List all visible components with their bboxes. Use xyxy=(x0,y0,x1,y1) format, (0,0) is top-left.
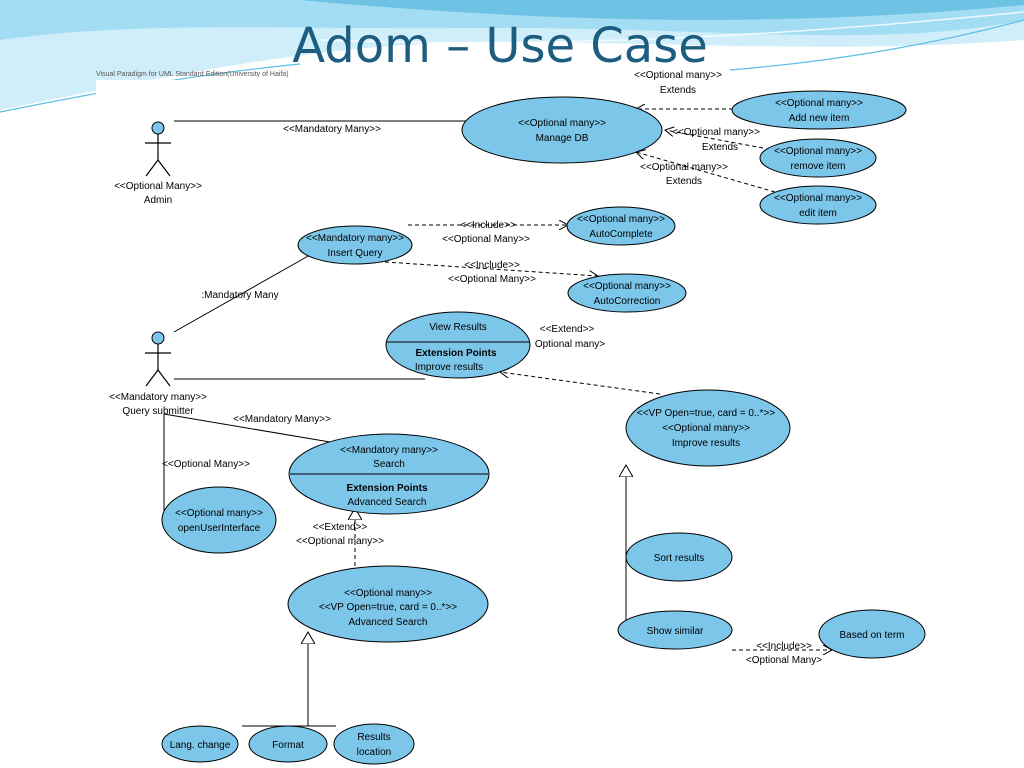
usecase-insert-query-stereotype: <<Mandatory many>> xyxy=(306,233,404,244)
label-ext1-kind: Extends xyxy=(660,85,696,96)
usecase-edit-item-stereotype: <<Optional many>> xyxy=(774,193,862,204)
label-inc2-kind: <<Include>> xyxy=(464,260,520,271)
usecase-autocorrection[interactable]: <<Optional many>> AutoCorrection xyxy=(567,273,687,313)
usecase-show-similar-name: Show similar xyxy=(647,626,704,637)
assoc-qs-search xyxy=(163,413,331,443)
label-view-ext-stereo: Optional many> xyxy=(535,339,605,350)
label-search-ext-stereo: <<Optional many>> xyxy=(296,536,384,547)
usecase-search-ext-header: Extension Points xyxy=(346,483,428,494)
slide-title: Adom – Use Case xyxy=(292,18,708,74)
header-swoosh-band xyxy=(300,0,1024,20)
usecase-edit-item-name: edit item xyxy=(799,208,837,219)
usecase-advanced-search-vp: <<VP Open=true, card = 0..*>> xyxy=(319,602,457,613)
usecase-based-on-term-name: Based on term xyxy=(839,630,904,641)
usecase-results-location-line1: Results xyxy=(357,732,390,743)
usecase-improve-results[interactable]: <<VP Open=true, card = 0..*>> <<Optional… xyxy=(625,389,791,467)
usecase-open-user-interface[interactable]: <<Optional many>> openUserInterface xyxy=(161,486,277,554)
usecase-show-similar[interactable]: Show similar xyxy=(617,610,733,650)
usecase-manage-db-stereotype: <<Optional many>> xyxy=(518,118,606,129)
usecase-view-results-ext-point: Improve results xyxy=(415,362,483,373)
usecase-based-on-term[interactable]: Based on term xyxy=(818,609,926,659)
usecase-add-new-item-name: Add new item xyxy=(789,113,850,124)
usecase-improve-results-stereotype: <<Optional many>> xyxy=(662,423,750,434)
label-ext3-kind: Extends xyxy=(666,176,702,187)
usecase-insert-query[interactable]: <<Mandatory many>> Insert Query xyxy=(297,225,413,265)
usecase-autocorrection-name: AutoCorrection xyxy=(594,296,661,307)
usecase-add-new-item-stereotype: <<Optional many>> xyxy=(775,98,863,109)
usecase-autocorrection-stereotype: <<Optional many>> xyxy=(583,281,671,292)
usecase-edit-item[interactable]: <<Optional many>> edit item xyxy=(759,185,877,225)
actor-admin-name: Admin xyxy=(144,195,172,206)
usecase-results-location[interactable]: Results location xyxy=(333,723,415,765)
usecase-autocomplete-name: AutoComplete xyxy=(589,229,653,240)
actor-query-submitter-name: Query submitter xyxy=(122,406,194,417)
header-swoosh-line-right xyxy=(729,19,1024,71)
usecase-manage-db-name: Manage DB xyxy=(536,133,589,144)
usecase-format[interactable]: Format xyxy=(248,725,328,763)
usecase-insert-query-name: Insert Query xyxy=(327,248,382,259)
actor-query-submitter-stereotype: <<Mandatory many>> xyxy=(109,392,207,403)
usecase-search-stereotype: <<Mandatory many>> xyxy=(340,445,438,456)
label-inc3-kind: <<Include>> xyxy=(756,641,812,652)
usecase-open-user-interface-name: openUserInterface xyxy=(178,523,261,534)
assoc-qs-insertquery xyxy=(173,254,311,333)
label-search-ext-kind: <<Extend>> xyxy=(313,522,368,533)
usecase-advanced-search-name: Advanced Search xyxy=(349,617,428,628)
usecase-search-name: Search xyxy=(373,459,405,470)
usecase-autocomplete-stereotype: <<Optional many>> xyxy=(577,214,665,225)
actor-admin[interactable]: <<Optional Many>> Admin xyxy=(114,121,202,206)
label-ext1-stereo: <<Optional many>> xyxy=(634,70,722,81)
label-inc1-kind: <<Include>> xyxy=(460,220,516,231)
usecase-lang-change[interactable]: Lang. change xyxy=(161,725,239,763)
usecase-sort-results-name: Sort results xyxy=(654,553,705,564)
usecase-lang-change-name: Lang. change xyxy=(170,740,231,751)
usecase-open-user-interface-stereotype: <<Optional many>> xyxy=(175,508,263,519)
actor-admin-stereotype: <<Optional Many>> xyxy=(114,181,202,192)
actor-query-submitter-head-icon xyxy=(151,331,165,345)
usecase-remove-item-stereotype: <<Optional many>> xyxy=(774,146,862,157)
usecase-autocomplete[interactable]: <<Optional many>> AutoComplete xyxy=(566,206,676,246)
extend-removeitem-managedb xyxy=(665,130,764,149)
usecase-improve-results-name: Improve results xyxy=(672,438,740,449)
usecase-add-new-item[interactable]: <<Optional many>> Add new item xyxy=(731,90,907,130)
usecase-results-location-line2: location xyxy=(357,747,391,758)
tool-caption: Visual Paradigm for UML Standard Edition… xyxy=(96,71,289,78)
header-swoosh-line-top xyxy=(319,11,1024,44)
label-ext3-stereo: <<Optional many>> xyxy=(640,162,728,173)
extend-improve-viewresults xyxy=(500,372,661,395)
usecase-search[interactable]: <<Mandatory many>> Search Extension Poin… xyxy=(288,433,490,515)
usecase-improve-results-vp: <<VP Open=true, card = 0..*>> xyxy=(637,408,775,419)
usecase-format-name: Format xyxy=(272,740,304,751)
label-qs-insertquery: :Mandatory Many xyxy=(201,290,278,301)
extend-edititem-managedb xyxy=(636,152,776,193)
usecase-remove-item[interactable]: <<Optional many>> remove item xyxy=(759,138,877,178)
usecase-sort-results[interactable]: Sort results xyxy=(625,532,733,582)
label-qs-openui: <<Optional Many>> xyxy=(162,459,250,470)
label-ext2-stereo: <<Optional many>> xyxy=(672,127,760,138)
label-view-ext-kind: <<Extend>> xyxy=(540,324,595,335)
label-admin-managedb: <<Mandatory Many>> xyxy=(283,124,381,135)
usecase-manage-db[interactable]: <<Optional many>> Manage DB xyxy=(461,96,663,164)
label-inc3-stereo: <Optional Many> xyxy=(746,655,822,666)
usecase-remove-item-name: remove item xyxy=(790,161,845,172)
usecase-view-results-name: View Results xyxy=(429,322,487,333)
usecase-advanced-search[interactable]: <<Optional many>> <<VP Open=true, card =… xyxy=(287,565,489,643)
usecase-view-results-ext-header: Extension Points xyxy=(415,348,497,359)
label-inc2-stereo: <<Optional Many>> xyxy=(448,274,536,285)
usecase-advanced-search-stereotype: <<Optional many>> xyxy=(344,588,432,599)
label-qs-search: <<Mandatory Many>> xyxy=(233,414,331,425)
label-inc1-stereo: <<Optional Many>> xyxy=(442,234,530,245)
usecase-view-results[interactable]: View Results Extension Points Improve re… xyxy=(385,311,531,379)
actor-admin-head-icon xyxy=(151,121,165,135)
actor-query-submitter[interactable]: <<Mandatory many>> Query submitter xyxy=(109,331,207,417)
label-ext2-kind: Extends xyxy=(702,142,738,153)
usecase-search-ext-point: Advanced Search xyxy=(348,497,427,508)
include-insertquery-autocorrection xyxy=(384,261,598,276)
